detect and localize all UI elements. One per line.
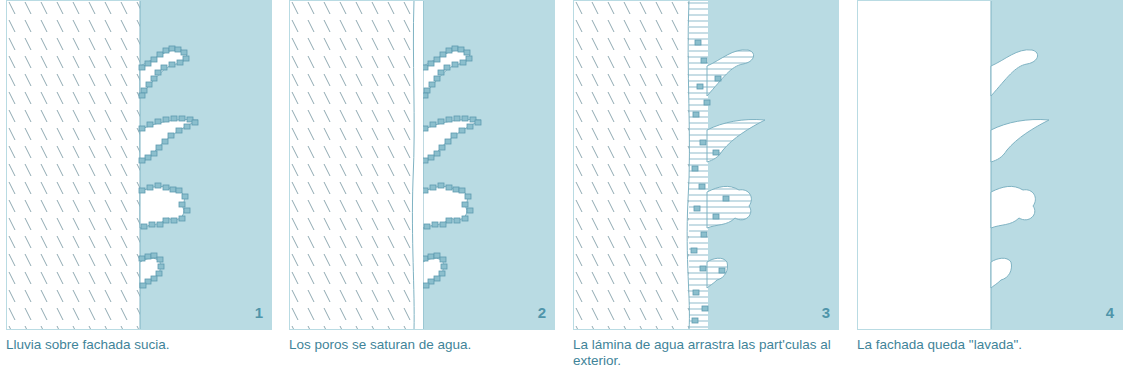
panel-caption: Lluvia sobre fachada sucia.	[6, 337, 272, 353]
panel: 4 La fachada queda "lavada".	[857, 0, 1123, 387]
panel-number: 2	[538, 304, 546, 322]
panel-caption: La fachada queda "lavada".	[857, 337, 1123, 353]
panel-caption: Los poros se saturan de agua.	[289, 337, 555, 353]
panel-number: 4	[1106, 304, 1114, 322]
panel: 2Los poros se saturan de agua.	[289, 0, 555, 387]
panel: 3 La lámina de agua arrastra las part'cul…	[573, 0, 839, 387]
panel-number: 1	[255, 304, 263, 322]
panel-caption: La lámina de agua arrastra las part'cula…	[573, 337, 839, 369]
panel-number: 3	[822, 304, 830, 322]
panel: 1Lluvia sobre fachada sucia.	[6, 0, 272, 387]
